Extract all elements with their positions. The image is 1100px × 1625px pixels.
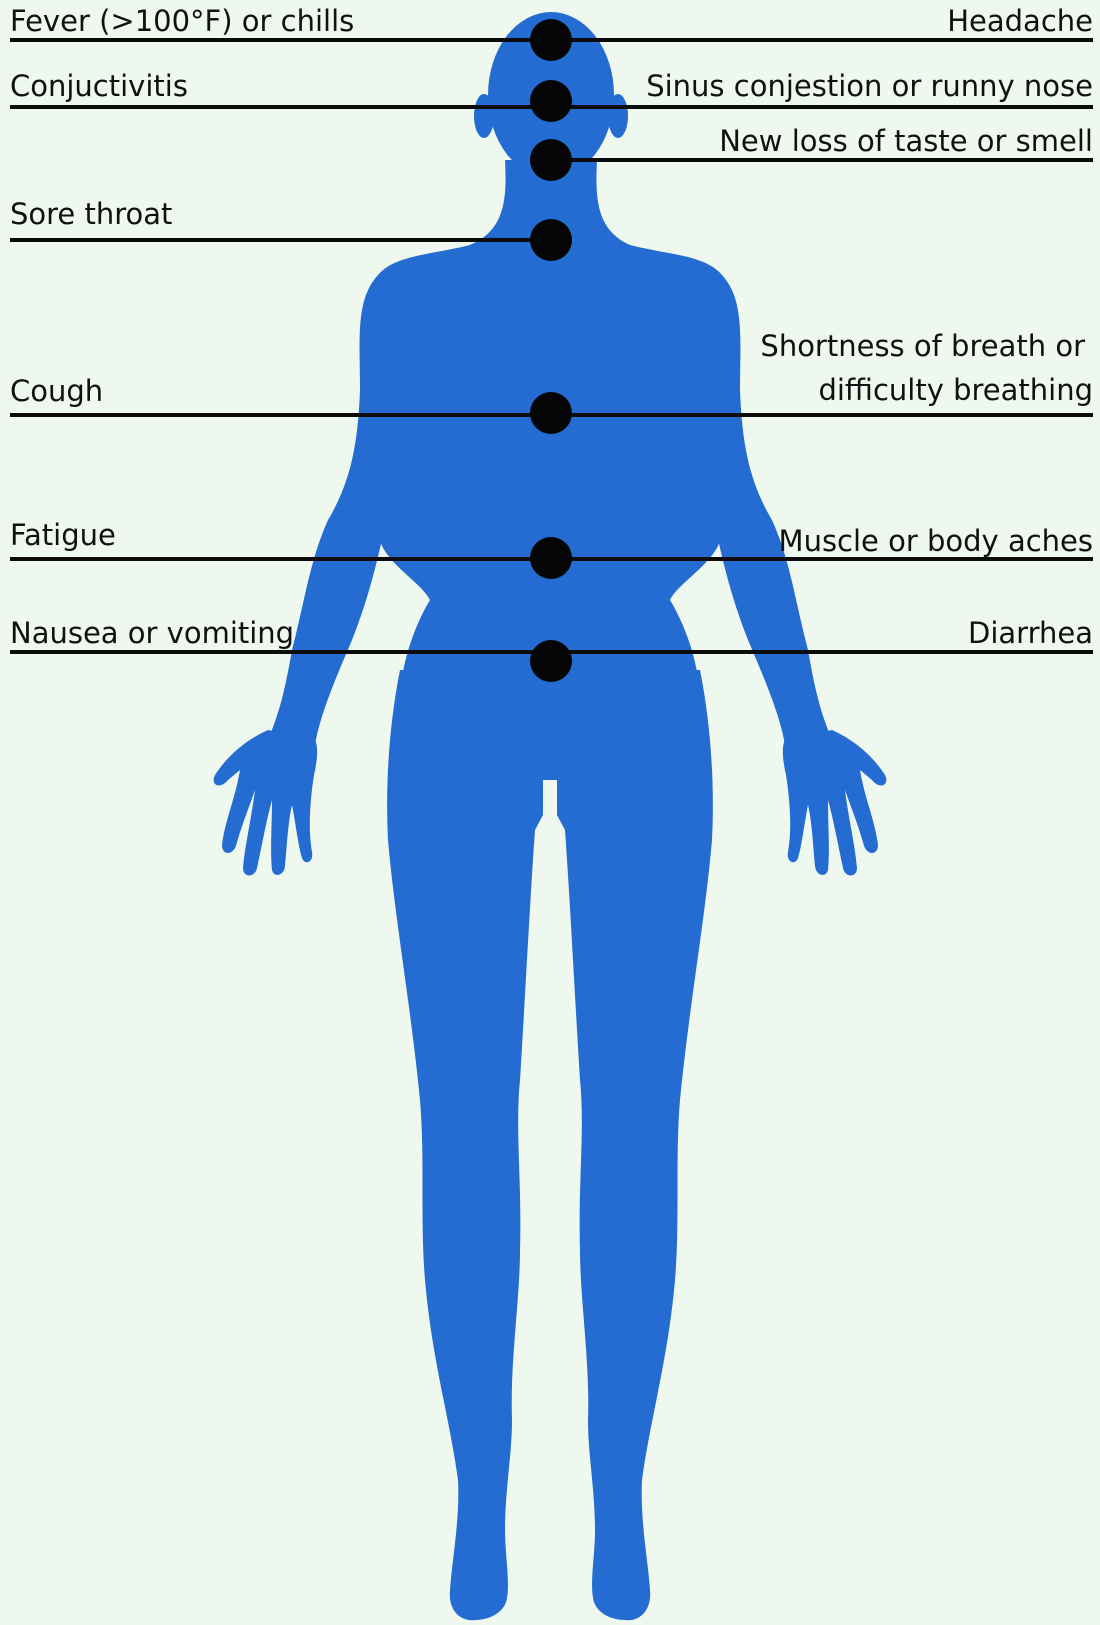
head-dot: [530, 19, 572, 61]
eye-dot: [530, 80, 572, 122]
chest-dot: [530, 392, 572, 434]
label-muscle-aches: Muscle or body aches: [779, 523, 1093, 559]
pelvis-dot: [530, 640, 572, 682]
label-sinus: Sinus conjestion or runny nose: [646, 68, 1093, 104]
label-shortness-breath-line2: difficulty breathing: [818, 372, 1093, 408]
legs-shape: [387, 670, 713, 1620]
sore-throat-line: [10, 238, 550, 242]
mouth-dot: [530, 139, 572, 181]
label-diarrhea: Diarrhea: [968, 615, 1093, 651]
abdomen-dot: [530, 537, 572, 579]
label-nausea: Nausea or vomiting: [10, 615, 294, 651]
label-taste-smell: New loss of taste or smell: [719, 123, 1093, 159]
label-headache: Headache: [947, 3, 1093, 39]
label-cough: Cough: [10, 373, 103, 409]
right-ear-shape: [608, 94, 628, 138]
label-shortness-breath-line1: Shortness of breath or: [760, 328, 1085, 364]
left-ear-shape: [474, 94, 494, 138]
label-fever: Fever (>100°F) or chills: [10, 3, 354, 39]
label-sore-throat: Sore throat: [10, 196, 172, 232]
right-hand-shape: [783, 730, 886, 876]
throat-dot: [530, 219, 572, 261]
left-hand-shape: [214, 730, 317, 876]
label-fatigue: Fatigue: [10, 517, 116, 553]
label-conjunctivitis: Conjuctivitis: [10, 68, 188, 104]
